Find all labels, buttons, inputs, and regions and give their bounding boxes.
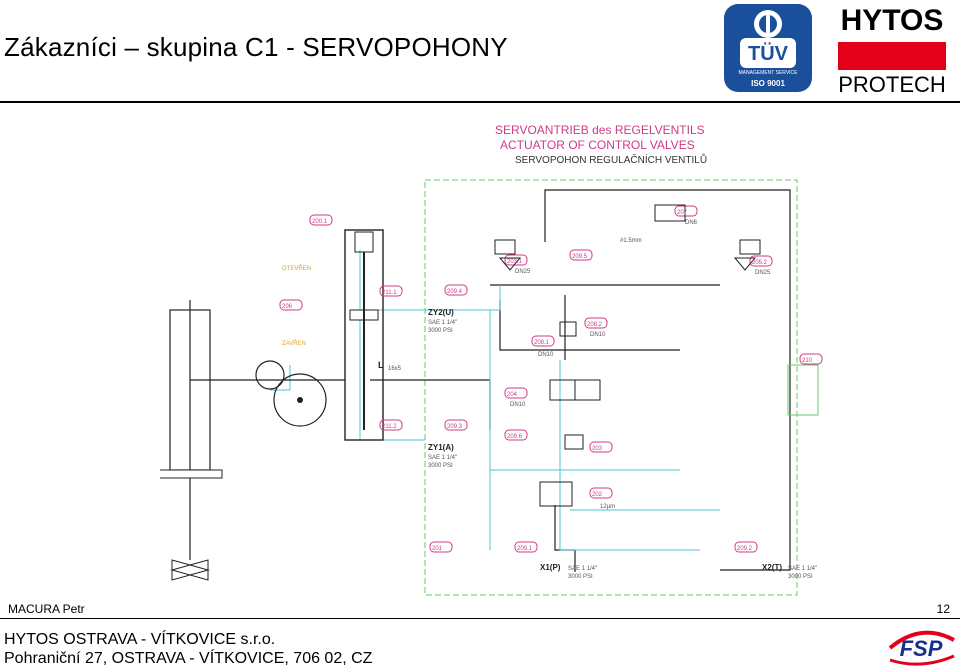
tag-209-1: 209.1: [517, 546, 533, 552]
tag-211-1: 211.1: [382, 290, 397, 296]
tag-208-1: 208.1: [534, 340, 550, 346]
label-x1-spec: SAE 1 1/4": [568, 566, 597, 572]
dn-204: DN10: [510, 402, 526, 408]
label-filter: 12µm: [600, 504, 615, 510]
dn-203-1: DN25: [515, 269, 531, 275]
cylinder-body: [344, 229, 384, 441]
label-orifice: #1.5mm: [620, 238, 642, 244]
diagram-title-de: SERVOANTRIEB des REGELVENTILS: [495, 123, 705, 137]
hytos-red-bar: [838, 42, 946, 70]
label-zy1-psi: 3000 PSI: [428, 463, 453, 469]
tag-211-2: 211.2: [382, 424, 397, 430]
company-address: Pohraniční 27, OSTRAVA - VÍTKOVICE, 706 …: [4, 650, 373, 667]
label-open: OTEVŘEN: [282, 264, 311, 272]
tag-208-2: 208.2: [587, 322, 603, 328]
dn-207: DN6: [685, 220, 698, 226]
diagram-title-cz: SERVOPOHON REGULAČNÍCH VENTILŮ: [515, 153, 707, 166]
label-x2-spec: SAE 1 1/4": [788, 566, 817, 572]
tag-204: 204: [507, 392, 518, 398]
label-zy2-psi: 3000 PSI: [428, 328, 453, 334]
hytos-protech-logo: HYTOS PROTECH: [834, 4, 950, 97]
header-rule: [0, 101, 960, 103]
label-zy2: ZY2(U): [428, 308, 454, 317]
tag-203: 203: [592, 446, 603, 452]
label-closed: ZAVŘEN: [282, 339, 306, 347]
hydraulic-schematic: SERVOANTRIEB des REGELVENTILS ACTUATOR O…: [160, 123, 823, 596]
diagram-title-en: ACTUATOR OF CONTROL VALVES: [500, 138, 695, 152]
tag-203-1: 203.1: [507, 259, 523, 265]
label-l-size: 16x5: [388, 366, 402, 372]
tag-206: 206: [282, 304, 293, 310]
tuv-sub: MANAGEMENT SERVICE: [739, 70, 799, 76]
tag-209-5: 209.5: [572, 254, 588, 260]
tuv-iso-logo: TÜV MANAGEMENT SERVICE ISO 9001: [724, 4, 812, 92]
tag-205-2: 205.2: [752, 260, 768, 266]
label-x1: X1(P): [540, 563, 561, 572]
dn-205-2: DN25: [755, 270, 771, 276]
tuv-text: TÜV: [748, 42, 789, 65]
hytos-wordmark: HYTOS: [834, 4, 950, 38]
dn-208-2: DN10: [590, 332, 606, 338]
tag-210: 210: [802, 358, 813, 364]
footer-rule: [0, 618, 960, 619]
tag-200-1: 200.1: [312, 219, 328, 225]
tag-201: 201: [432, 546, 443, 552]
label-x2: X2(T): [762, 563, 782, 572]
iso-text: ISO 9001: [751, 79, 785, 88]
fsp-wordmark: FSP: [900, 636, 943, 661]
dn-208-1: DN10: [538, 352, 554, 358]
label-zy1-spec: SAE 1 1/4": [428, 455, 457, 461]
label-l: L: [378, 360, 384, 370]
page-title: Zákazníci – skupina C1 - SERVOPOHONY: [4, 32, 508, 62]
tag-209-6: 209.6: [507, 434, 523, 440]
tag-209-3: 209.3: [447, 424, 463, 430]
tag-209-4: 209.4: [447, 289, 463, 295]
fsp-logo: FSP: [888, 630, 955, 666]
company-name: HYTOS OSTRAVA - VÍTKOVICE s.r.o.: [4, 631, 276, 648]
tag-207: 207: [677, 210, 688, 216]
page-number: 12: [936, 602, 950, 616]
author-name: MACURA Petr: [8, 602, 85, 616]
label-x2-psi: 3000 PSI: [788, 574, 813, 580]
tag-202: 202: [592, 492, 603, 498]
protech-wordmark: PROTECH: [838, 72, 946, 97]
label-zy2-spec: SAE 1 1/4": [428, 320, 457, 326]
label-x1-psi: 3000 PSI: [568, 574, 593, 580]
tag-209-2: 209.2: [737, 546, 753, 552]
label-zy1: ZY1(A): [428, 443, 454, 452]
